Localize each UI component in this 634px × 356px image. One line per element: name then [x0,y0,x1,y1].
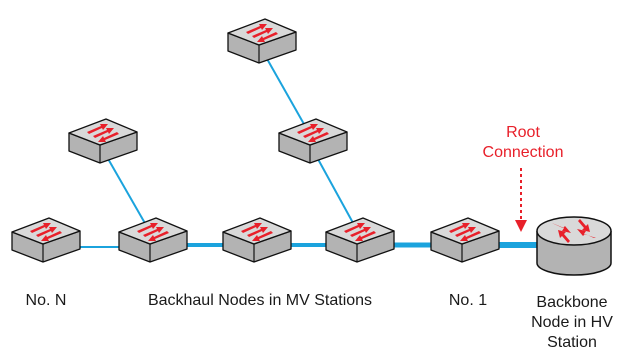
backbone-router-icon [536,216,612,276]
switch-no-n-network-switch-icon [11,217,81,263]
switch-backhaul-2-network-switch-icon [222,217,292,263]
label-station: Station [547,334,597,351]
label-connection: Connection [482,144,564,161]
link-branch-left [102,149,151,233]
switch-backhaul-3-network-switch-icon [325,217,395,263]
link-branch-mid [312,149,359,233]
label-backhaul-nodes: Backhaul Nodes in MV Stations [147,292,373,309]
root-connection-arrow [515,168,527,232]
switch-upper-left-network-switch-icon [68,118,138,164]
label-backbone: Backbone [536,294,608,311]
switch-upper-middle-network-switch-icon [278,118,348,164]
switch-group [11,18,500,263]
switch-backhaul-1-network-switch-icon [118,217,188,263]
label-root: Root [506,124,540,141]
switch-no-1-network-switch-icon [430,217,500,263]
switch-top-network-switch-icon [227,18,297,64]
label-no-n: No. N [25,292,67,309]
label-node-in-hv: Node in HV [531,314,613,331]
label-no-1: No. 1 [448,292,488,309]
